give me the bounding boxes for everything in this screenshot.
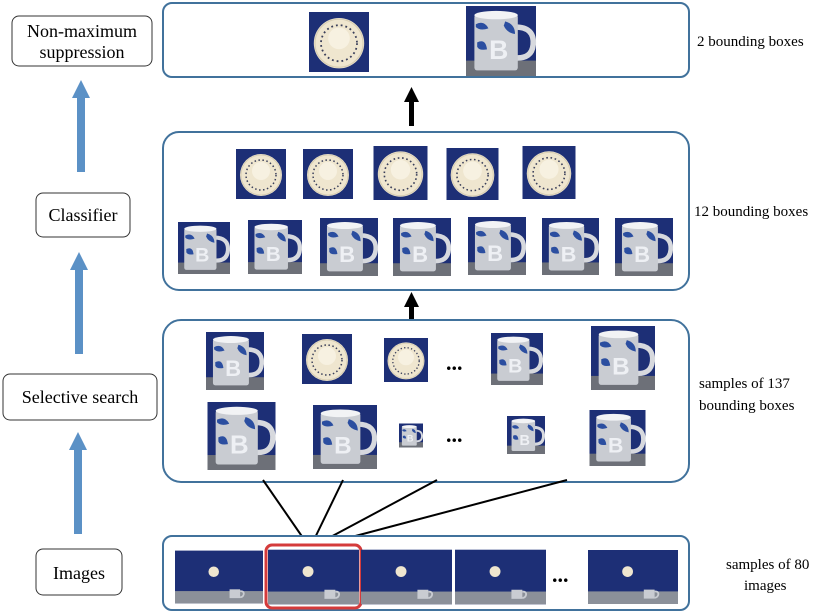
selective-search-label: Selective search xyxy=(22,387,138,407)
up-arrow-icon xyxy=(69,432,87,534)
ss-count-line2: bounding boxes xyxy=(699,398,795,414)
shuttlecock-thumbnail xyxy=(383,338,429,382)
mug-thumbnail xyxy=(399,424,423,448)
shuttlecock-thumbnail xyxy=(302,149,354,199)
mug-thumbnail xyxy=(206,332,264,390)
mug-thumbnail xyxy=(208,402,276,470)
up-arrow-icon xyxy=(404,87,419,126)
scene-photo xyxy=(361,548,452,606)
panel-classifier-result xyxy=(162,131,690,291)
scene-photo xyxy=(175,549,263,605)
classifier-label: Classifier xyxy=(49,205,118,225)
images-count-line2: images xyxy=(744,578,787,594)
mug-thumbnail xyxy=(178,222,230,274)
mug-thumbnail xyxy=(542,218,599,275)
ellipsis: ... xyxy=(446,422,463,447)
flow-arrows xyxy=(69,80,90,534)
scene-photo xyxy=(588,549,678,605)
up-arrow-icon xyxy=(72,80,90,172)
mug-thumbnail xyxy=(491,333,543,385)
shuttlecock-thumbnail xyxy=(446,148,499,200)
mug-thumbnail xyxy=(248,220,302,274)
stage-nms: Non-maximum suppression xyxy=(11,15,153,67)
up-arrow-icon xyxy=(70,252,88,354)
shuttlecock-thumbnail xyxy=(235,149,287,199)
nms-count: 2 bounding boxes xyxy=(697,34,804,50)
stage-selective-search: Selective search xyxy=(2,373,158,421)
mug-thumbnail xyxy=(590,410,646,466)
panel-images: ... xyxy=(162,535,690,611)
shuttlecock-thumbnail xyxy=(302,333,352,385)
mug-thumbnail xyxy=(466,6,536,76)
shuttlecock-thumbnail xyxy=(522,146,576,199)
panel-nms-result xyxy=(162,2,690,78)
images-count-line1: samples of 80 xyxy=(726,557,809,573)
shuttlecock-thumbnail xyxy=(373,146,428,200)
shuttlecock-thumbnail xyxy=(309,12,369,72)
classifier-count: 12 bounding boxes xyxy=(694,204,808,220)
up-arrow-icon xyxy=(404,292,419,323)
stage-classifier: Classifier xyxy=(35,192,131,238)
mug-thumbnail xyxy=(393,218,451,276)
nms-label-line2: suppression xyxy=(40,42,125,62)
mug-thumbnail xyxy=(591,326,655,390)
scene-photo xyxy=(455,548,546,606)
scene-photo xyxy=(268,548,359,606)
mug-thumbnail xyxy=(320,218,378,276)
ellipsis: ... xyxy=(446,350,463,375)
mug-thumbnail xyxy=(313,405,377,469)
mug-thumbnail xyxy=(507,416,545,454)
ss-count-line1: samples of 137 xyxy=(699,376,790,392)
mug-thumbnail xyxy=(615,218,673,276)
ellipsis: ... xyxy=(552,562,569,587)
panel-selective-search-samples: ... ... xyxy=(162,319,690,483)
images-label: Images xyxy=(53,563,105,583)
mug-thumbnail xyxy=(468,217,526,275)
nms-label-line1: Non-maximum xyxy=(27,21,137,41)
stage-images: Images xyxy=(35,548,123,596)
